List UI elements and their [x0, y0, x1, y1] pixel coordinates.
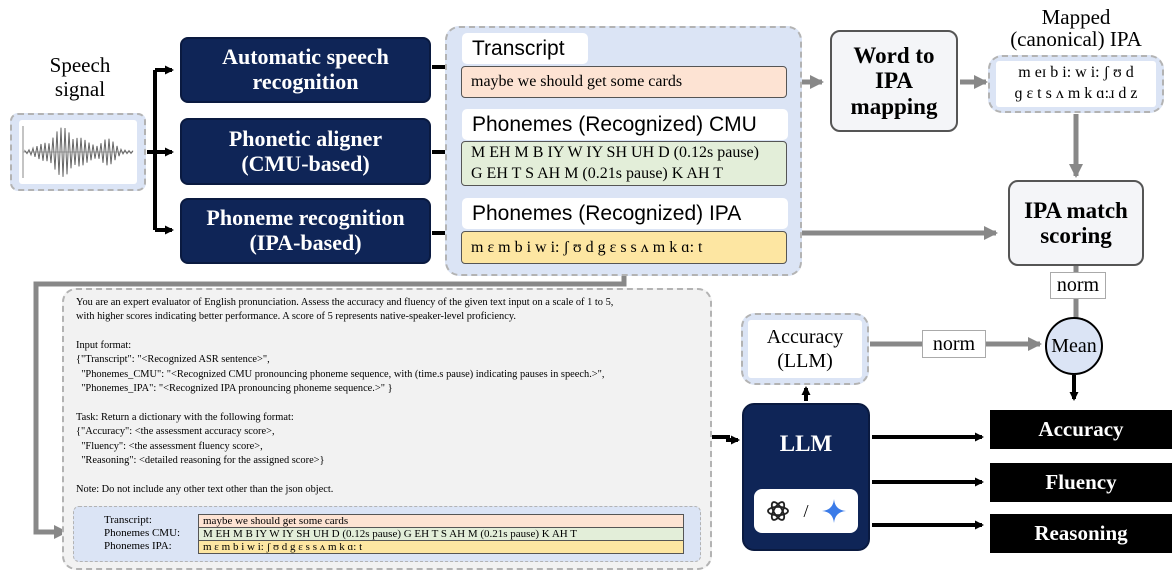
word-to-ipa-mapping-box: Word to IPA mapping [830, 30, 958, 132]
llm-prompt-panel: You are an expert evaluator of English p… [62, 288, 712, 570]
accuracy-llm-label: Accuracy (LLM) [748, 320, 862, 378]
word-to-ipa-line1: Word to [853, 43, 935, 69]
cmu-phonemes-value: M EH M B IY W IY SH UH D (0.12s pause) G… [461, 141, 787, 186]
llm-box: LLM / [742, 403, 870, 551]
phoneme-recognition-box: Phoneme recognition (IPA-based) [180, 198, 431, 264]
input-label-ipa: Phonemes IPA: [104, 540, 172, 552]
accuracy-llm-panel: Accuracy (LLM) [741, 313, 869, 385]
mapped-ipa-title-line2: (canonical) IPA [1010, 27, 1142, 52]
asr-line2: recognition [252, 69, 359, 94]
cmu-line1: M EH M B IY W IY SH UH D (0.12s pause) [471, 143, 759, 161]
waveform-icon [22, 126, 134, 178]
aligner-line1: Phonetic aligner [228, 125, 383, 151]
waveform-canvas [19, 120, 137, 184]
output-reasoning: Reasoning [990, 514, 1172, 553]
asr-model-box: Automatic speech recognition [180, 37, 431, 103]
cmu-phonemes-title: Phonemes (Recognized) CMU [462, 109, 788, 140]
phonetic-aligner-box: Phonetic aligner (CMU-based) [180, 118, 431, 185]
speech-signal-label-line1: Speech [49, 53, 111, 77]
asr-line1: Automatic speech [222, 44, 389, 70]
ipa-phonemes-value: m ɛ m b i w i: ʃ ʊ d g ɛ s s ʌ m k ɑ: t [461, 231, 787, 264]
input-value-transcript: maybe we should get some cards [198, 514, 684, 528]
norm-label-top: norm [1050, 272, 1106, 299]
output-accuracy: Accuracy [990, 410, 1172, 449]
input-label-transcript: Transcript: [104, 514, 152, 526]
mapped-ipa-line2: ɡ ɛ t s ʌ m k ɑ:ɹ d z [1014, 85, 1138, 102]
speech-signal-box [10, 113, 146, 191]
word-to-ipa-line3: mapping [850, 93, 938, 119]
llm-label: LLM [779, 431, 833, 456]
prompt-input-block: Transcript: Phonemes CMU: Phonemes IPA: … [73, 506, 701, 562]
output-fluency: Fluency [990, 463, 1172, 502]
mapped-ipa-value: m eɪ b i: w i: ʃ ʊ d ɡ ɛ t s ʌ m k ɑ:ɹ d… [996, 61, 1156, 107]
accuracy-llm-line2: (LLM) [777, 350, 833, 372]
input-label-cmu: Phonemes CMU: [104, 527, 181, 539]
norm-label-middle: norm [922, 330, 986, 358]
ipa-match-line2: scoring [1040, 223, 1112, 248]
llm-separator: / [803, 500, 809, 521]
transcript-value: maybe we should get some cards [461, 66, 787, 98]
speech-signal-label-line2: signal [54, 76, 106, 101]
word-to-ipa-line2: IPA [875, 68, 913, 94]
mapped-ipa-line1: m eɪ b i: w i: ʃ ʊ d [1018, 64, 1134, 82]
accuracy-llm-line1: Accuracy [766, 326, 844, 348]
gemini-icon [821, 499, 846, 523]
ipa-phonemes-title: Phonemes (Recognized) IPA [462, 198, 788, 229]
input-value-ipa: m ɛ m b i w i: ʃ ʊ d g ɛ s s ʌ m k ɑ: t [198, 541, 684, 554]
aligner-line2: (CMU-based) [241, 150, 370, 176]
phoneme-rec-line1: Phoneme recognition [206, 205, 405, 231]
phoneme-rec-line2: (IPA-based) [249, 230, 362, 255]
cmu-line2: G EH T S AH M (0.21s pause) K AH T [471, 164, 724, 182]
input-row-values: maybe we should get some cards M EH M B … [198, 514, 684, 554]
mapped-ipa-panel: m eɪ b i: w i: ʃ ʊ d ɡ ɛ t s ʌ m k ɑ:ɹ d… [988, 55, 1164, 113]
mapped-ipa-title-line1: Mapped [1041, 5, 1111, 29]
speech-signal-label: Speech signal [0, 53, 160, 101]
mean-node: Mean [1045, 317, 1103, 375]
prompt-text: You are an expert evaluator of English p… [76, 297, 614, 523]
llm-provider-badge: / [754, 489, 858, 533]
input-value-cmu: M EH M B IY W IY SH UH D (0.12s pause) G… [198, 528, 684, 541]
input-row-labels: Transcript: Phonemes CMU: Phonemes IPA: [104, 514, 180, 553]
mapped-ipa-title: Mapped (canonical) IPA [976, 6, 1176, 50]
transcript-title: Transcript [462, 33, 588, 64]
openai-icon [767, 501, 790, 521]
ipa-match-line1: IPA match [1024, 197, 1128, 223]
ipa-match-scoring-box: IPA match scoring [1008, 180, 1144, 266]
